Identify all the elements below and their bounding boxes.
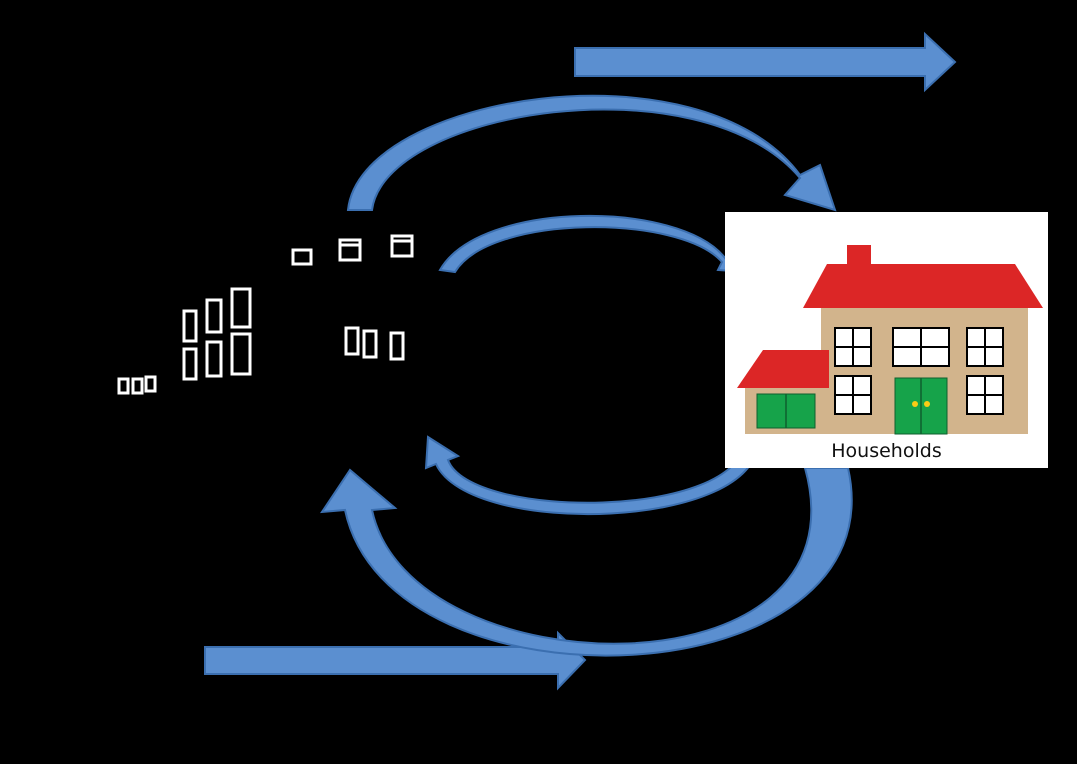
- outer-bottom-arc-arrow: [320, 467, 853, 657]
- households-panel: Households: [725, 212, 1048, 468]
- windows: [834, 327, 1004, 415]
- outer-top-arc-arrow: [346, 94, 837, 212]
- main-roof: [803, 264, 1043, 308]
- households-label: Households: [831, 440, 942, 462]
- inner-bottom-arc-arrow: [424, 435, 760, 516]
- house-icon: [737, 245, 1043, 435]
- factory-silhouette-icon: [117, 234, 414, 395]
- top-outflow-arrow: [574, 31, 957, 93]
- side-roof: [737, 350, 829, 388]
